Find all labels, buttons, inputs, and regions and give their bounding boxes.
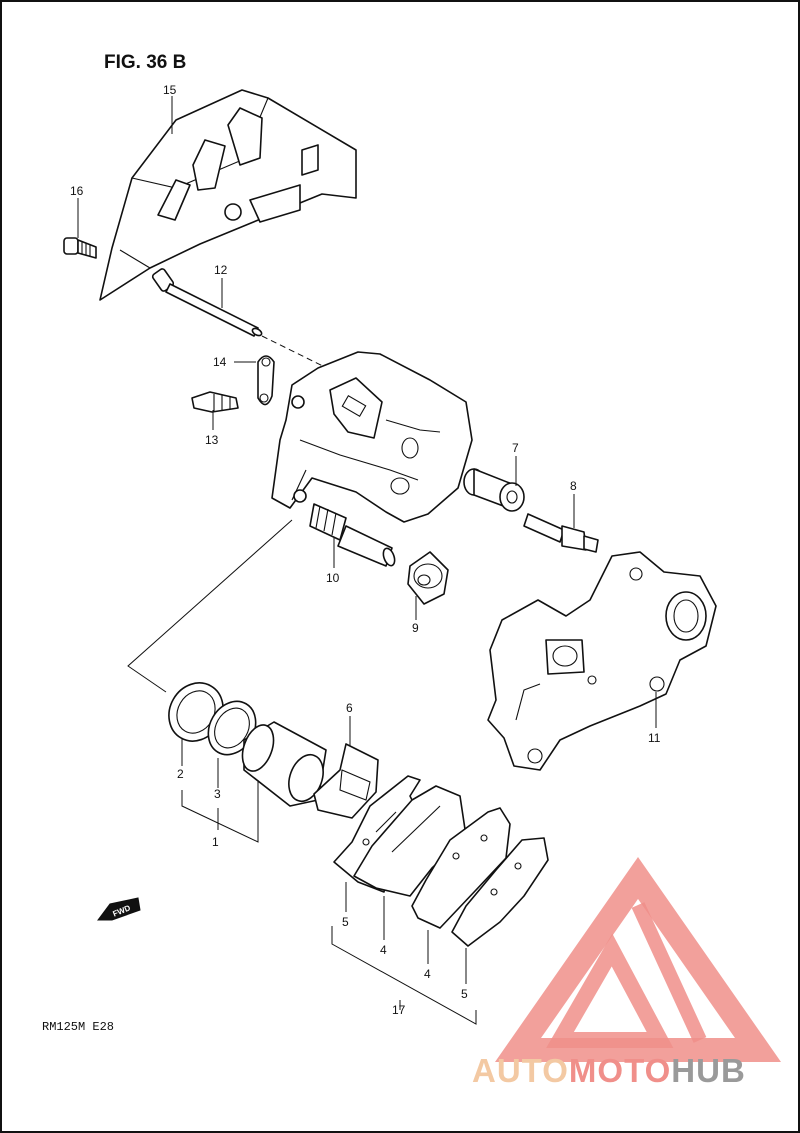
part-caliper-pin xyxy=(151,268,263,337)
part-caliper-body xyxy=(271,351,473,523)
callout-7: 7 xyxy=(512,441,519,455)
part-piston xyxy=(241,721,327,807)
part-brake-pad-center-left xyxy=(353,785,467,897)
part-boot xyxy=(463,468,525,512)
figure-title: FIG. 36 B xyxy=(104,52,186,73)
part-bleeder-valve xyxy=(191,391,239,413)
watermark-brand: AUTOMOTOHUB xyxy=(472,1052,746,1089)
callout-3: 3 xyxy=(214,787,221,801)
callout-10: 10 xyxy=(326,571,340,585)
callout-5-right: 5 xyxy=(461,987,468,1001)
callout-13: 13 xyxy=(205,433,219,447)
leader-lines xyxy=(77,96,657,1025)
part-caliper-guard xyxy=(99,89,357,301)
assembly-line xyxy=(127,519,293,693)
watermark-hub: HUB xyxy=(671,1052,746,1089)
watermark-auto: AUTO xyxy=(472,1052,569,1089)
part-link-plate xyxy=(257,355,275,406)
callout-2: 2 xyxy=(177,767,184,781)
callout-9: 9 xyxy=(412,621,419,635)
callout-1: 1 xyxy=(212,835,219,849)
model-code: RM125M E28 xyxy=(42,1020,114,1034)
callout-6: 6 xyxy=(346,701,353,715)
callout-17: 17 xyxy=(392,1003,406,1017)
callout-5-left: 5 xyxy=(342,915,349,929)
callout-8: 8 xyxy=(570,479,577,493)
part-brake-pad-right xyxy=(451,837,549,947)
callout-4-right: 4 xyxy=(424,967,431,981)
part-guard-bolt xyxy=(63,237,97,259)
callout-14: 14 xyxy=(213,355,227,369)
forward-direction-badge: FWD xyxy=(97,897,141,921)
watermark-logo xyxy=(494,857,782,1062)
callout-numbers: 15 16 12 14 13 7 8 10 9 11 6 2 3 1 5 4 4… xyxy=(70,83,661,1017)
callout-12: 12 xyxy=(214,263,228,277)
callout-4-left: 4 xyxy=(380,943,387,957)
callout-11: 11 xyxy=(648,731,661,745)
part-caliper-bracket xyxy=(487,551,717,771)
part-brake-pad-center-right xyxy=(411,807,511,929)
pin-axis-line xyxy=(261,335,336,373)
callout-15: 15 xyxy=(163,83,177,97)
part-rubber-boot xyxy=(407,551,449,605)
part-brake-pad-left xyxy=(333,775,421,893)
callout-16: 16 xyxy=(70,184,84,198)
part-sleeve-pin xyxy=(309,503,396,567)
part-pad-shim xyxy=(313,743,379,819)
watermark-moto: MOTO xyxy=(569,1052,671,1089)
part-slide-pin xyxy=(523,513,599,553)
